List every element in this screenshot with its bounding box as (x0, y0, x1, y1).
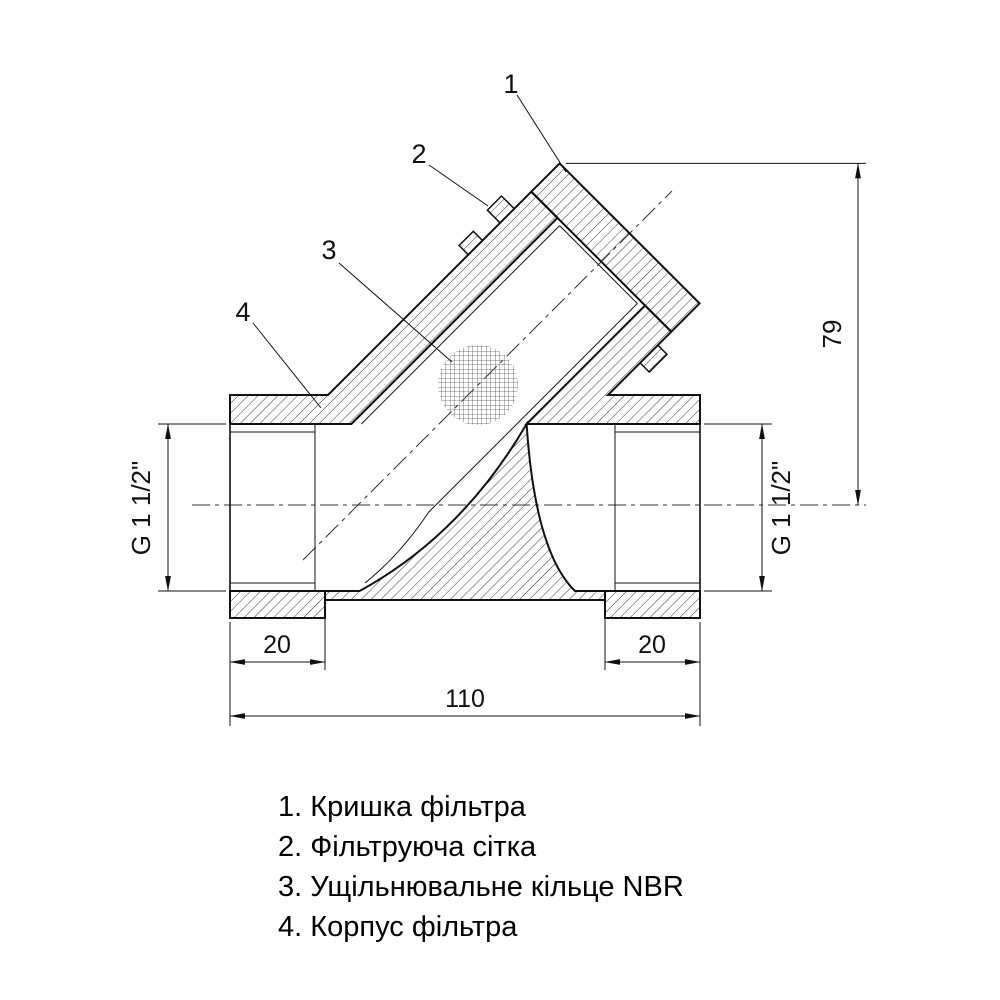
screen-wall-lower (428, 303, 638, 513)
dim-thread-right-label: G 1 1/2" (766, 461, 796, 556)
callout-2-label: 2 (411, 139, 426, 169)
mesh-rim-tab-upper-1 (486, 194, 516, 224)
callout-3-label: 3 (321, 235, 336, 265)
dim-110-label: 110 (445, 685, 485, 713)
dim-thread-left-label: G 1 1/2" (126, 461, 156, 556)
filter-cap (458, 161, 702, 374)
legend-item-1: 1. Кришка фільтра (278, 791, 526, 823)
callout-3-leader (338, 262, 453, 363)
callout-4-leader (252, 322, 322, 409)
filter-mesh-screen (438, 345, 518, 425)
mesh-rim-tab-upper-2 (458, 230, 484, 256)
dimension-labels: 79 G 1 1/2" G 1 1/2" 20 20 110 (126, 320, 847, 713)
callout-2-leader (428, 164, 489, 207)
legend-item-2: 2. Фільтруюча сітка (278, 831, 537, 863)
cap-section (529, 161, 702, 334)
legend-item-4: 4. Корпус фільтра (278, 911, 518, 943)
callout-4-label: 4 (235, 297, 250, 327)
callout-labels: 1 2 3 4 (235, 69, 518, 327)
screen-rim (559, 225, 638, 304)
body-bottom-center (324, 420, 606, 601)
left-port-bottom-wall (229, 590, 326, 619)
mesh-rim-tab-lower (639, 344, 669, 374)
callout-1-leader (516, 94, 567, 173)
valve-body (229, 190, 701, 619)
inner-detail-lines (229, 225, 701, 591)
dimension-lines (158, 162, 866, 726)
funnel-curve (364, 511, 430, 584)
callout-1-label: 1 (503, 69, 518, 99)
dim-20-left-label: 20 (263, 631, 291, 659)
right-port-bottom-wall (604, 590, 701, 619)
legend: 1. Кришка фільтра 2. Фільтруюча сітка 3.… (278, 787, 684, 947)
callout-leaders (252, 94, 567, 409)
dim-20-right-label: 20 (638, 631, 666, 659)
screen-wall-upper (360, 225, 560, 425)
dim-79-label: 79 (817, 320, 847, 349)
legend-item-3: 3. Ущільнювальне кільце NBR (278, 871, 684, 903)
